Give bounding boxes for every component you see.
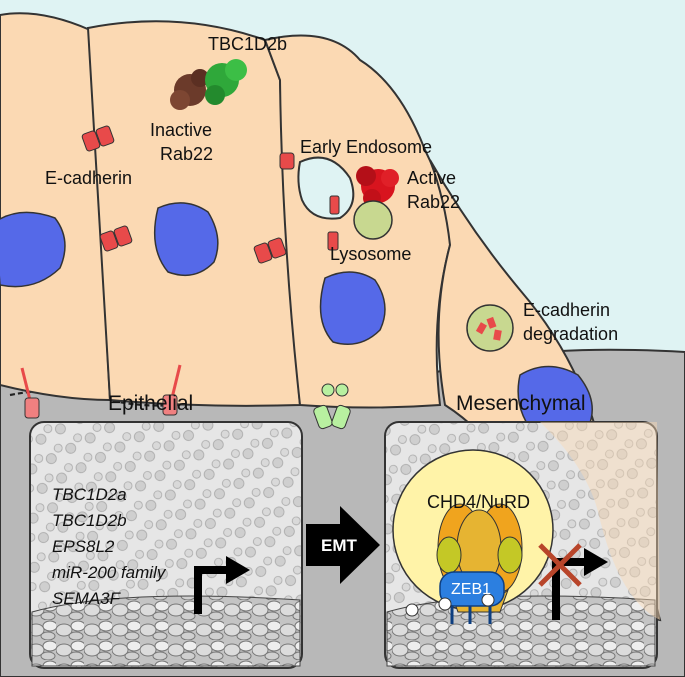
free-ecadherin: [327, 231, 339, 251]
label-mesenchymal: Mesenchymal: [456, 392, 586, 415]
label-chd4-nurd: CHD4/NuRD: [427, 492, 530, 512]
label-inactive: Inactive: [150, 120, 212, 140]
ecadherin-junction-2: [99, 225, 133, 252]
gene-item: EPS8L2: [52, 537, 115, 556]
label-active: Active: [407, 168, 456, 188]
label-epithelial: Epithelial: [108, 392, 193, 415]
label-degradation-2: degradation: [523, 324, 618, 344]
integrin-green: [313, 383, 351, 430]
label-tbc1d2b: TBC1D2b: [208, 34, 287, 54]
label-degradation-1: E-cadherin: [523, 300, 610, 320]
promoter-arrow-active: [194, 556, 250, 614]
label-zeb1: ZEB1: [451, 581, 491, 598]
label-early-endosome: Early Endosome: [300, 137, 432, 157]
emt-arrow: [306, 506, 380, 584]
gene-item: SEMA3F: [52, 589, 122, 608]
degradation-vesicle: [466, 304, 514, 352]
label-ecadherin: E-cadherin: [45, 168, 132, 188]
label-lysosome: Lysosome: [330, 244, 411, 264]
ecadherin-junction-1: [81, 125, 115, 152]
label-emt: EMT: [321, 536, 358, 555]
endosome-ecadherin: [329, 195, 340, 215]
gene-item: TBC1D2b: [52, 511, 127, 530]
gene-item: miR-200 family: [52, 563, 167, 582]
nucleus-cell-2: [153, 202, 219, 277]
membrane-ecadherin-2: [162, 364, 182, 416]
gene-list: TBC1D2a TBC1D2b EPS8L2 miR-200 family SE…: [52, 485, 167, 608]
membrane-ecadherin-1: [20, 367, 40, 419]
label-active-rab22: Rab22: [407, 192, 460, 212]
lysosome: [353, 200, 393, 240]
nucleus-cell-1: [0, 211, 66, 288]
zeb1-protein: [405, 571, 505, 624]
tbc1d2b-protein: [205, 59, 247, 105]
label-inactive-rab22: Rab22: [160, 144, 213, 164]
ecadherin-junction-3: [253, 237, 287, 264]
ecadherin-junction-4: [279, 152, 295, 170]
nucleus-cell-3: [319, 271, 386, 345]
gene-item: TBC1D2a: [52, 485, 127, 504]
orange-protein: [436, 503, 523, 613]
early-endosome: [297, 156, 355, 220]
repression-x-icon: [538, 543, 582, 587]
cell-tail-overlay: [540, 422, 660, 620]
inactive-rab22-protein: [170, 69, 209, 110]
epithelial-nucleus-inset: [29, 421, 303, 669]
